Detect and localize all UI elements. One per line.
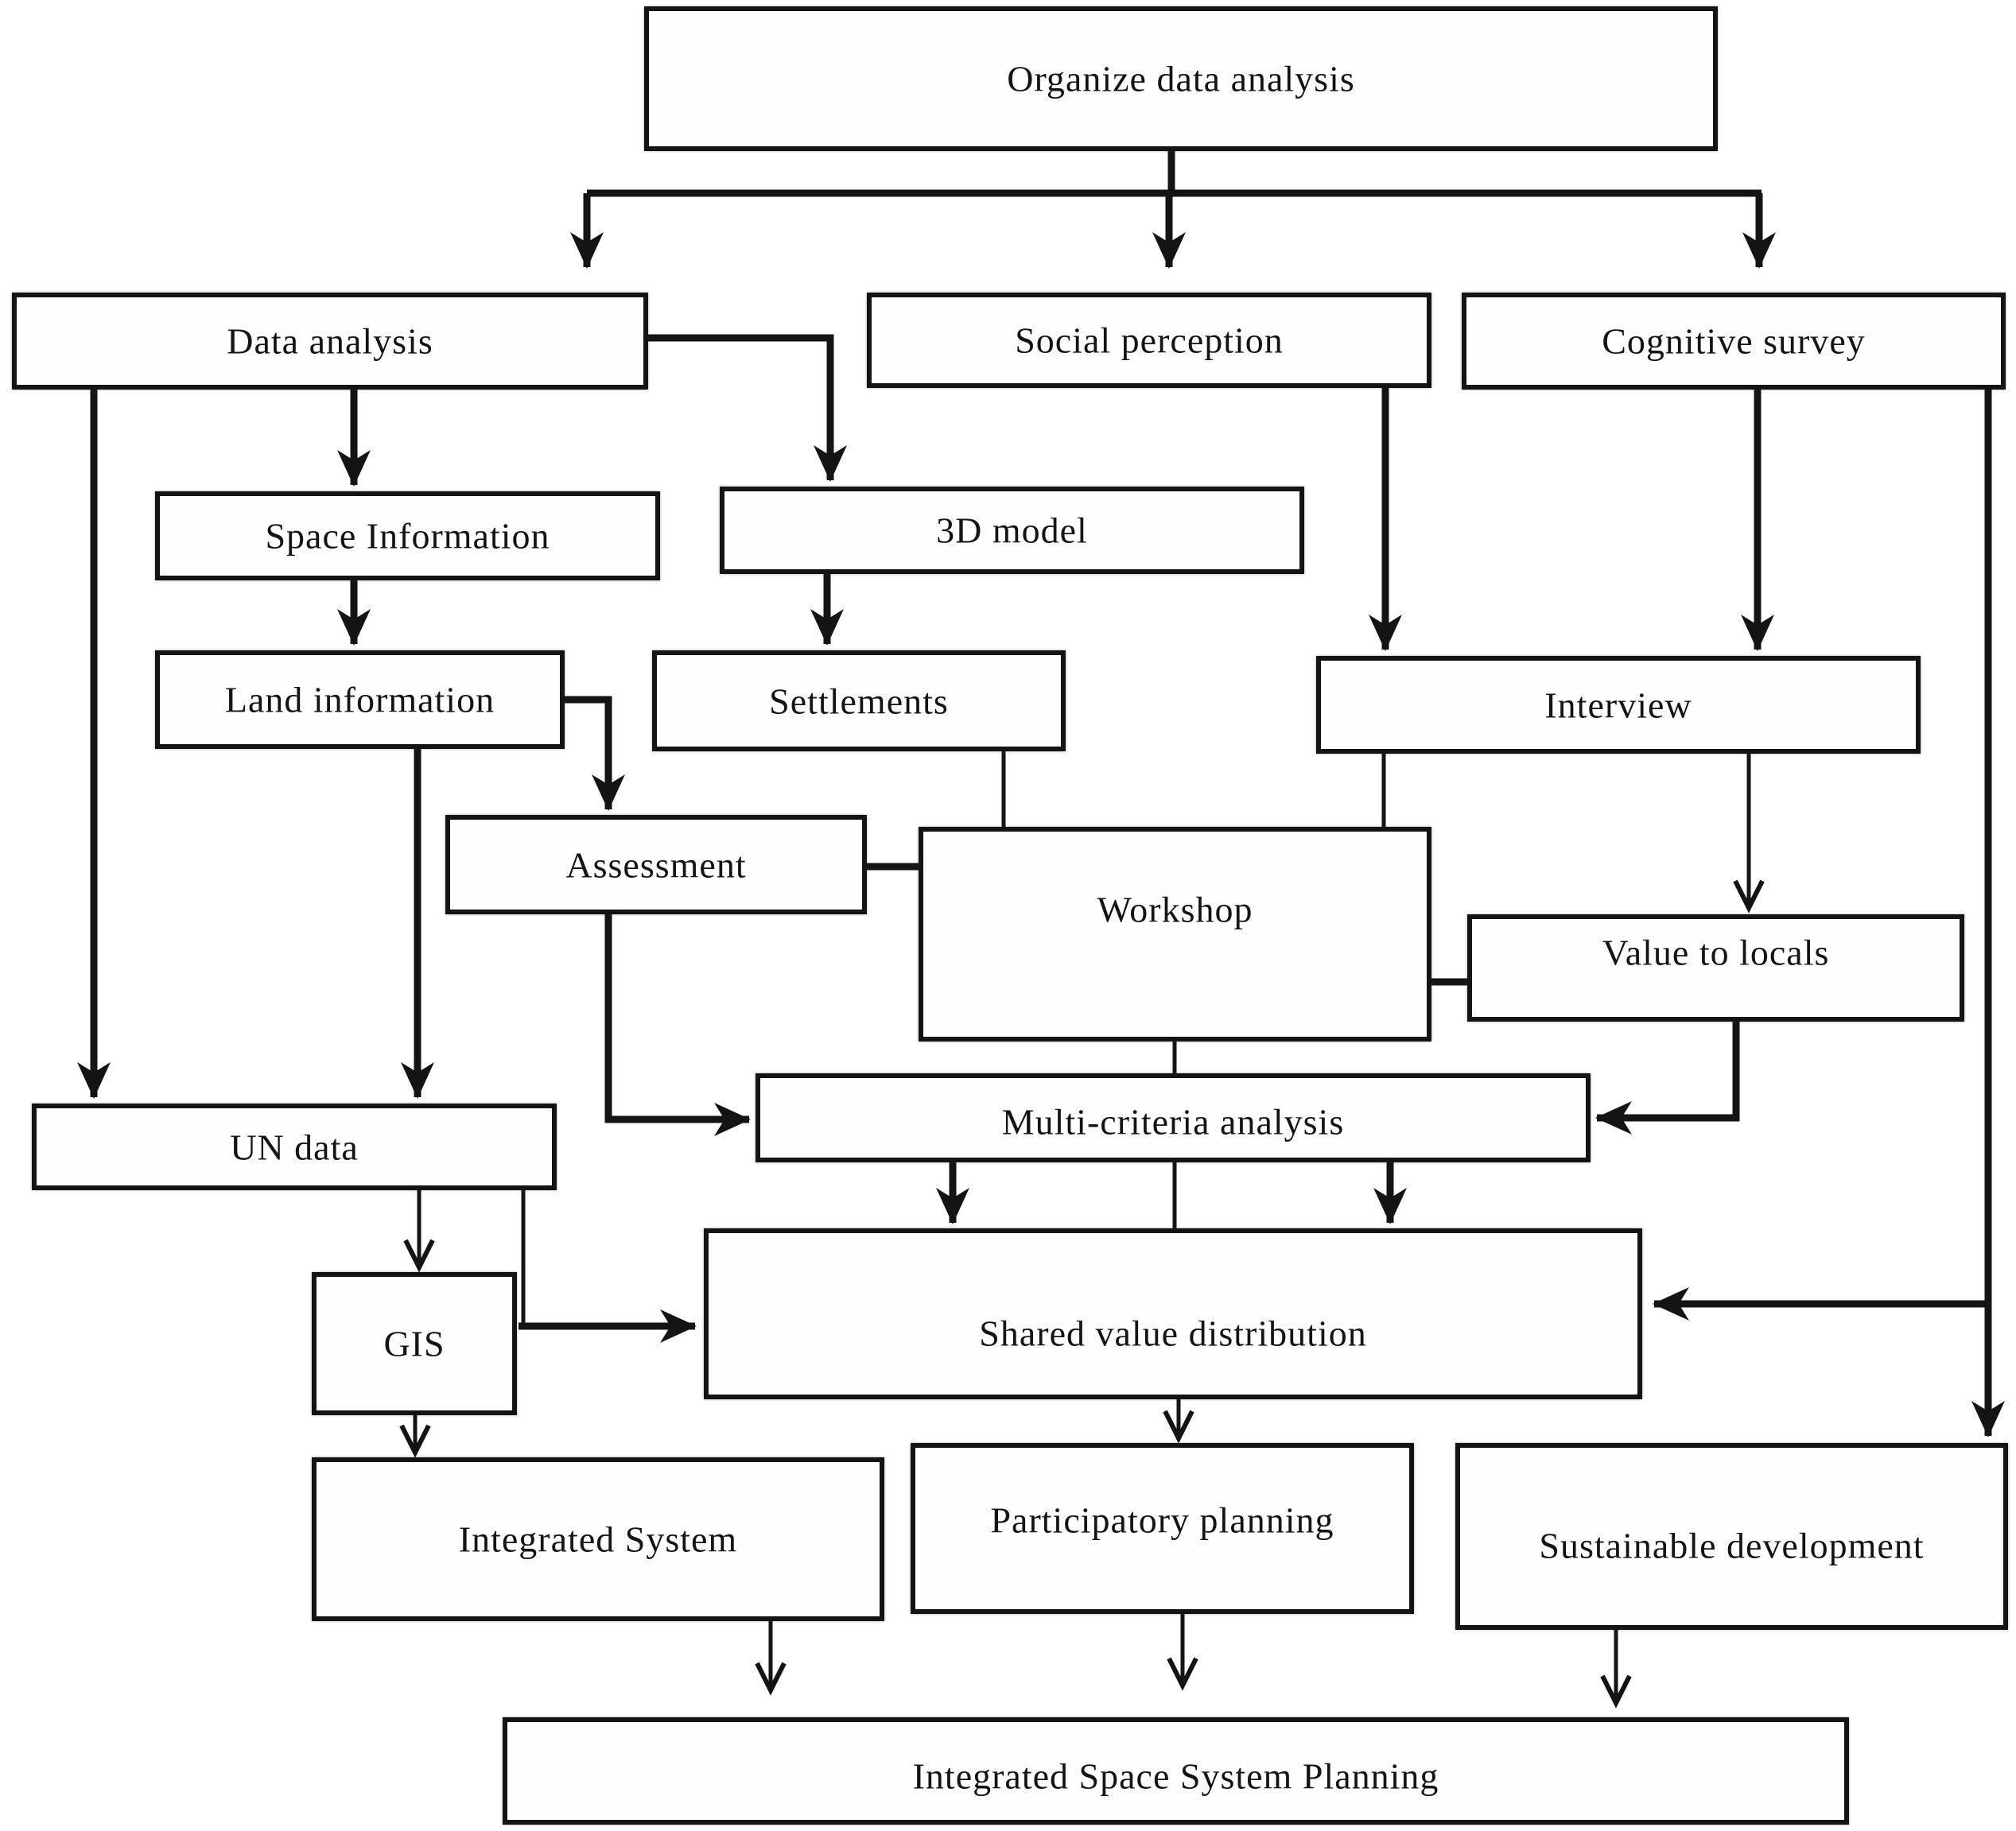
node-integrated-space-system-planning: Integrated Space System Planning xyxy=(503,1717,1849,1825)
node-label-land-information: Land information xyxy=(224,679,495,720)
edge-assessment-to-multi-criteria-analysis xyxy=(604,914,751,1136)
node-value-to-locals: Value to locals xyxy=(1467,914,1964,1022)
node-gis: GIS xyxy=(312,1272,517,1415)
node-assessment: Assessment xyxy=(445,815,867,914)
node-social-perception: Social perception xyxy=(867,293,1431,388)
node-label-assessment: Assessment xyxy=(565,844,747,885)
node-label-3d-model: 3D model xyxy=(936,510,1088,551)
node-sustainable-development: Sustainable development xyxy=(1455,1443,2008,1630)
node-cognitive-survey: Cognitive survey xyxy=(1462,293,2006,390)
node-interview: Interview xyxy=(1316,656,1921,754)
node-land-information: Land information xyxy=(155,650,565,749)
node-label-interview: Interview xyxy=(1544,685,1692,725)
node-label-settlements: Settlements xyxy=(769,681,949,721)
flowchart-edges xyxy=(77,151,2005,1709)
node-integrated-system: Integrated System xyxy=(312,1457,884,1621)
node-data-analysis: Data analysis xyxy=(12,293,648,390)
node-label-participatory-planning: Participatory planning xyxy=(990,1499,1334,1541)
node-label-integrated-space-system-planning: Integrated Space System Planning xyxy=(912,1755,1439,1797)
node-3d-model: 3D model xyxy=(720,487,1304,574)
edge-land-information-to-assessment xyxy=(565,696,625,811)
node-label-organize-data-analysis: Organize data analysis xyxy=(1007,58,1355,99)
node-label-social-perception: Social perception xyxy=(1015,320,1284,361)
edge-value-to-locals-to-multi-criteria-analysis xyxy=(1595,1022,1740,1135)
node-multi-criteria-analysis: Multi-criteria analysis xyxy=(756,1073,1591,1162)
node-label-data-analysis: Data analysis xyxy=(227,320,433,362)
node-label-gis: GIS xyxy=(383,1323,445,1364)
node-label-sustainable-development: Sustainable development xyxy=(1539,1525,1925,1566)
node-label-cognitive-survey: Cognitive survey xyxy=(1602,320,1866,362)
node-shared-value-distribution: Shared value distribution xyxy=(704,1228,1642,1399)
node-label-space-information: Space Information xyxy=(265,515,550,557)
node-workshop: Workshop xyxy=(919,827,1431,1042)
node-un-data: UN data xyxy=(32,1104,557,1190)
node-participatory-planning: Participatory planning xyxy=(911,1443,1414,1614)
node-label-shared-value-distribution: Shared value distribution xyxy=(979,1313,1367,1354)
edge-data-analysis-to-3d-model xyxy=(648,334,847,482)
node-label-un-data: UN data xyxy=(230,1127,359,1167)
node-settlements: Settlements xyxy=(652,650,1066,751)
node-organize-data-analysis: Organize data analysis xyxy=(644,6,1718,151)
node-space-information: Space Information xyxy=(155,491,660,580)
node-label-value-to-locals: Value to locals xyxy=(1602,932,1830,973)
node-label-multi-criteria-analysis: Multi-criteria analysis xyxy=(1001,1101,1345,1142)
node-label-integrated-system: Integrated System xyxy=(458,1519,738,1560)
node-label-workshop: Workshop xyxy=(1097,889,1253,930)
